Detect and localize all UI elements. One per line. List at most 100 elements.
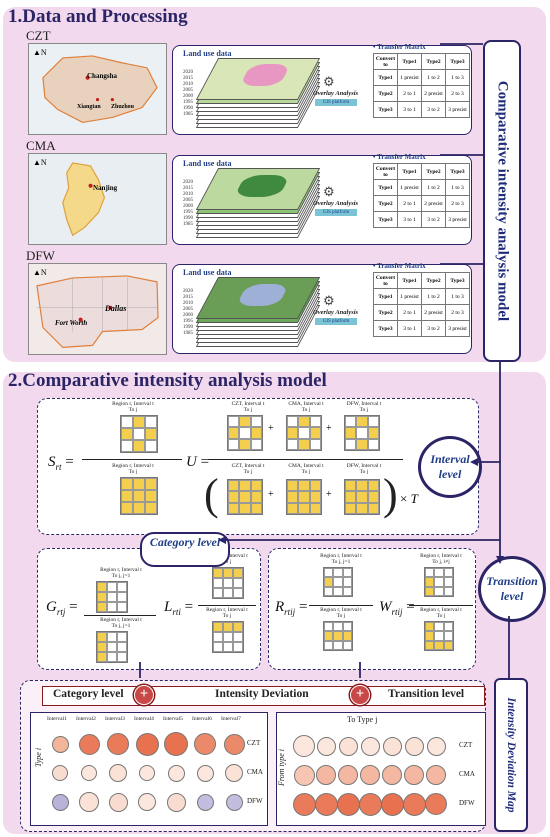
cma-region-shape (62, 162, 106, 237)
matrix-icon (286, 479, 322, 515)
l-symbol: Lrti = (164, 599, 194, 617)
bubble-mark (404, 765, 424, 785)
overlay-label: Overlay Analysis (313, 90, 359, 97)
interval-header: Interval6 (192, 716, 212, 722)
plus-icon: + (134, 685, 154, 705)
bubble-mark (223, 733, 245, 755)
place-label: Nanjing (93, 184, 118, 192)
bubble-mark (358, 792, 382, 816)
matrix-icon (227, 479, 263, 515)
interval-level-badge: Interval level (418, 436, 482, 498)
matrix-icon (96, 581, 128, 613)
bubble-mark (316, 765, 336, 785)
matrix-icon (96, 631, 128, 663)
bubble-mark (51, 793, 69, 811)
gis-label: GIS platform (315, 99, 357, 106)
bubble-mark (51, 735, 69, 753)
bubble-mark (109, 764, 127, 782)
matrix-icon (424, 621, 454, 651)
transfer-matrix-label: • Transfer Matrix (373, 153, 426, 161)
matrix-icon (344, 479, 380, 515)
matrix-icon (120, 477, 158, 515)
deviation-bar: Category level Intensity Deviation Trans… (42, 686, 485, 706)
bubble-mark (293, 735, 315, 757)
matrix-icon (344, 415, 380, 451)
place-label: Changsha (87, 72, 117, 80)
interval-header: Interval4 (134, 716, 154, 722)
bubble-mark (52, 765, 68, 781)
cma-map: ▲N Nanjing (28, 153, 167, 245)
place-label: Zhuzhou (111, 104, 135, 110)
gear-icon: ⚙ (323, 184, 335, 199)
bubble-mark (426, 736, 446, 756)
transfer-matrix-label: • Transfer Matrix (373, 43, 426, 51)
bubble-mark (402, 792, 426, 816)
north-arrow-icon: ▲N (33, 158, 47, 167)
interval-header: Interval1 (47, 716, 67, 722)
czt-region-shape (42, 55, 158, 124)
row-label: CMA (247, 768, 263, 776)
dfw-region-shape (36, 275, 159, 348)
model-side-label: Comparative intensity analysis model (483, 40, 521, 362)
bubble-mark (139, 765, 155, 781)
row-label: DFW (247, 797, 263, 805)
bubble-mark (292, 792, 316, 816)
w-symbol: Wrtij = (379, 599, 415, 617)
bubble-mark (293, 764, 315, 786)
bubble-mark (338, 765, 358, 785)
bubble-mark (360, 765, 380, 785)
interval-header: Interval2 (76, 716, 96, 722)
matrix-icon (424, 567, 454, 597)
bubble-mark (336, 792, 360, 816)
bubble-mark (164, 732, 188, 756)
city-label-cma: CMA (26, 138, 56, 153)
bubble-mark (166, 792, 186, 812)
section2-title: 2.Comparative intensity analysis model (8, 370, 327, 391)
bubble-mark (338, 736, 358, 756)
gear-icon: ⚙ (323, 74, 335, 89)
bubble-mark (196, 764, 214, 782)
bubble-mark (167, 764, 185, 782)
r-symbol: Rrtij = (275, 599, 308, 617)
gis-label: GIS platform (315, 209, 357, 216)
srt-symbol: Srt = (48, 454, 74, 472)
bubble-mark (225, 793, 243, 811)
czt-map: ▲N Changsha Xiangtan Zhuzhou (28, 43, 167, 135)
g-symbol: Grtj = (46, 599, 78, 617)
place-label: Xiangtan (77, 104, 101, 110)
row-label: CMA (459, 770, 475, 778)
north-arrow-icon: ▲N (33, 268, 47, 277)
matrix-icon (227, 415, 263, 451)
matrix-icon (323, 567, 353, 597)
matrix-icon (120, 415, 158, 453)
overlay-label: Overlay Analysis (313, 200, 359, 207)
bubble-mark (382, 736, 402, 756)
interval-header: Interval7 (221, 716, 241, 722)
land-use-label: Land use data (183, 49, 232, 58)
bubble-mark (196, 793, 214, 811)
bubble-mark (380, 792, 404, 816)
city-label-dfw: DFW (26, 248, 55, 263)
city-label-czt: CZT (26, 28, 51, 43)
